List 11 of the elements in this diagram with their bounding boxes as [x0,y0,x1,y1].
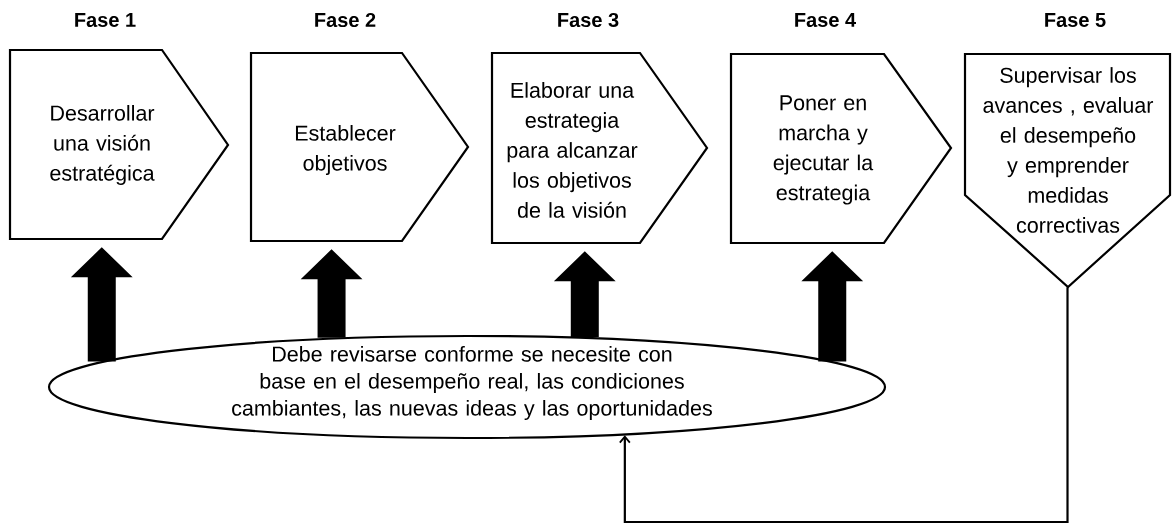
phase-heading: Fase 2 [315,12,376,28]
pentagon-box: Supervisar los avances , evaluar el desempeño y emprender medidas correctivas [963,52,1172,289]
phase-heading: Fase 5 [1045,13,1106,27]
pentagon-box: Elaborar una estrategia para alcanzar los objetivos de la visión [490,51,709,245]
pentagon-box: Establecer objetivos [249,51,470,243]
phase-heading: Fase 4 [795,13,856,27]
phase-heading: Fase 1 [75,13,136,27]
pentagon-box: Desarrollar una visión estratégica [8,48,230,241]
pentagon-box: Poner en marcha y ejecutar la estrategia [729,52,953,245]
feedback-arrow [618,287,1069,524]
phase-heading: Fase 3 [558,12,619,28]
